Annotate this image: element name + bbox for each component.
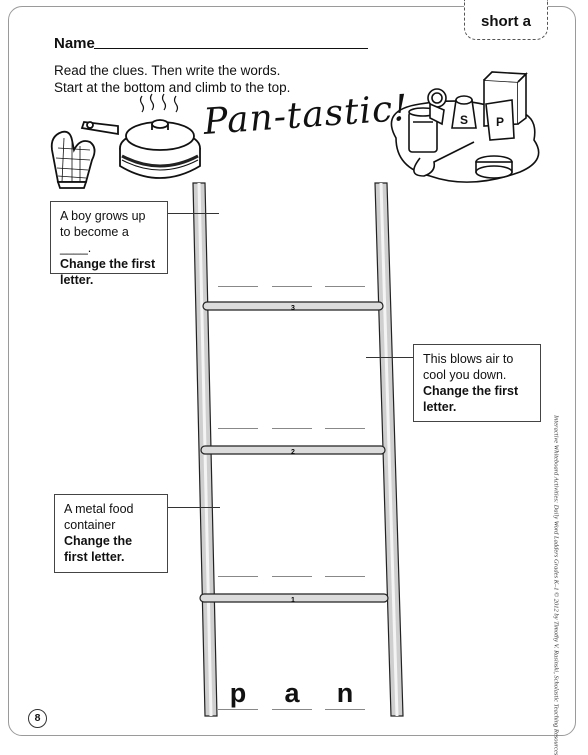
answer-blank-3b[interactable] [272,286,312,287]
clue-instruction: Change the first letter. [64,534,133,564]
answer-blank-1a[interactable] [218,576,258,577]
clue-box-middle: This blows air to cool you down. Change … [413,344,541,422]
start-underline-2 [272,709,312,710]
clue-connector-top [168,213,219,214]
clue-connector-bottom [168,507,220,508]
steam-icon [139,93,179,113]
start-letter-3: n [336,678,354,708]
ladder-rung-2 [200,445,386,455]
salt-label: S [460,113,468,127]
page-border [8,6,576,736]
clue-text: A boy grows up to become a ____. [60,209,146,255]
start-letter-2: a [284,678,300,708]
ladder-rung-1 [199,593,389,603]
answer-blank-2c[interactable] [325,428,365,429]
rung-number-2: 2 [291,449,295,456]
clue-text: This blows air to cool you down. [423,352,514,382]
clue-text: A metal food container [64,502,134,532]
instruction-line-2: Start at the bottom and climb to the top… [54,80,291,95]
clue-instruction: Change the first letter. [423,384,519,414]
answer-blank-1c[interactable] [325,576,365,577]
name-label: Name [54,35,95,52]
pot-icon [80,119,201,179]
start-underline-1 [218,709,258,710]
answer-blank-3c[interactable] [325,286,365,287]
instructions: Read the clues. Then write the words. St… [54,62,290,96]
clue-box-top: A boy grows up to become a ____. Change … [50,201,168,287]
ladder-right-rail [374,182,404,717]
copyright-credit: Interactive Whiteboard Activities: Daily… [552,415,560,755]
pepper-label: P [496,115,504,129]
name-field-line[interactable] [94,48,368,49]
start-letter-1: p [229,678,247,708]
rung-number-1: 1 [291,597,295,604]
page-number: 8 [28,709,47,728]
skill-tab: short a [464,0,548,40]
clue-connector-middle [366,357,413,358]
answer-blank-1b[interactable] [272,576,312,577]
oven-mitt-icon [50,130,96,189]
clue-instruction: Change the first letter. [60,257,156,287]
rung-number-3: 3 [291,305,295,312]
answer-blank-2a[interactable] [218,428,258,429]
kitchen-items-icon [390,71,540,183]
ladder-rung-3 [202,301,384,311]
clue-box-bottom: A metal food container Change the first … [54,494,168,573]
answer-blank-3a[interactable] [218,286,258,287]
answer-blank-2b[interactable] [272,428,312,429]
instruction-line-1: Read the clues. Then write the words. [54,63,281,78]
start-underline-3 [325,709,365,710]
